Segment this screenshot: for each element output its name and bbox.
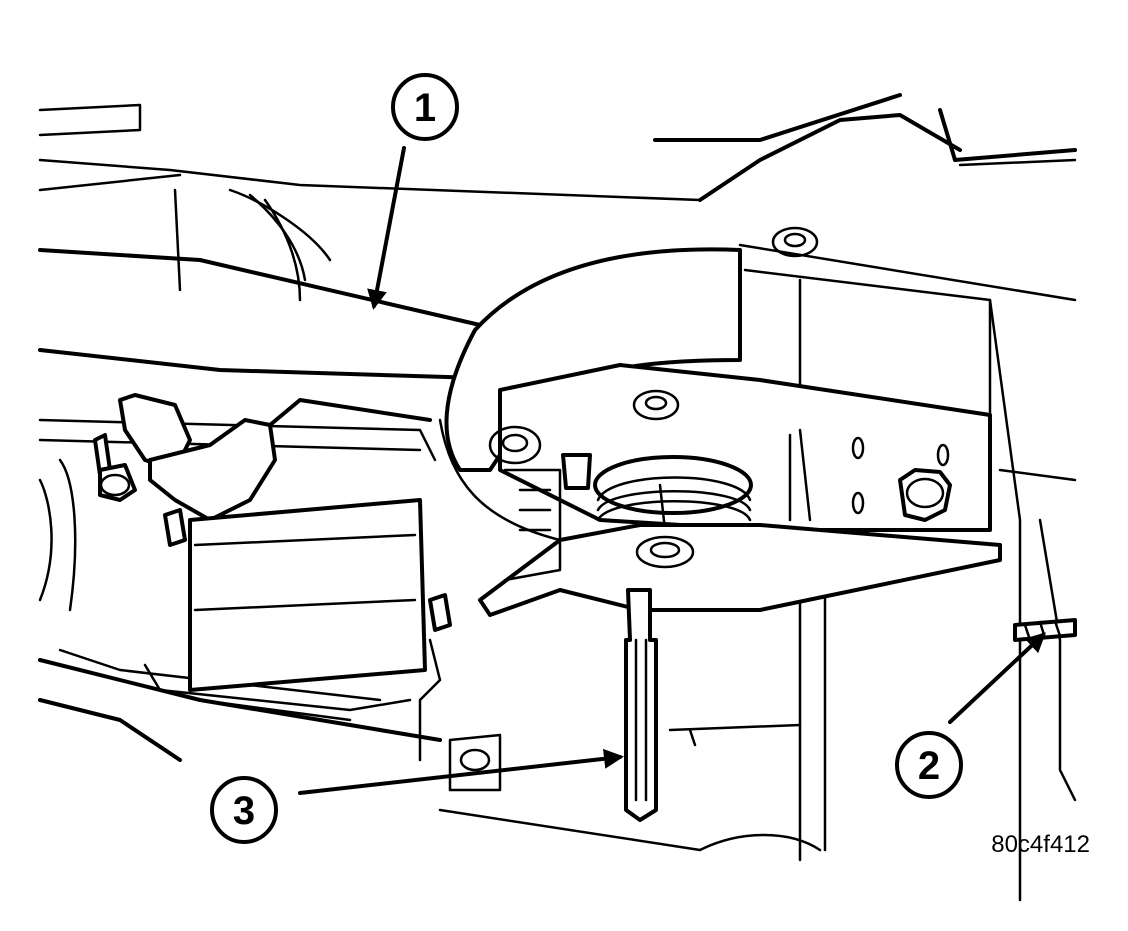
rubber-isolator <box>593 455 753 532</box>
leader-arrow-1 <box>367 146 406 310</box>
left-components <box>38 393 452 762</box>
figure-id-label: 80c4f412 <box>991 831 1090 858</box>
hanger-stud <box>503 453 592 582</box>
leader-arrows <box>298 146 1046 795</box>
callout-2-label: 2 <box>918 744 940 788</box>
leader-arrow-2 <box>948 632 1046 724</box>
callout-1: 1 <box>391 73 459 141</box>
mounting-bolt <box>898 468 952 522</box>
callout-1-label: 1 <box>414 86 436 130</box>
lower-plate <box>478 523 1002 617</box>
support-rod-item-1 <box>38 248 497 380</box>
heat-shield <box>173 188 332 302</box>
leader-arrow-3 <box>298 748 624 795</box>
floor-pan <box>38 658 822 852</box>
callout-3-label: 3 <box>233 789 255 833</box>
vehicle-body-background <box>38 93 1077 902</box>
cable-item-2 <box>1013 618 1077 642</box>
callout-2: 2 <box>895 731 963 799</box>
callout-3: 3 <box>210 776 278 844</box>
tool-bar-item-3 <box>624 588 658 822</box>
